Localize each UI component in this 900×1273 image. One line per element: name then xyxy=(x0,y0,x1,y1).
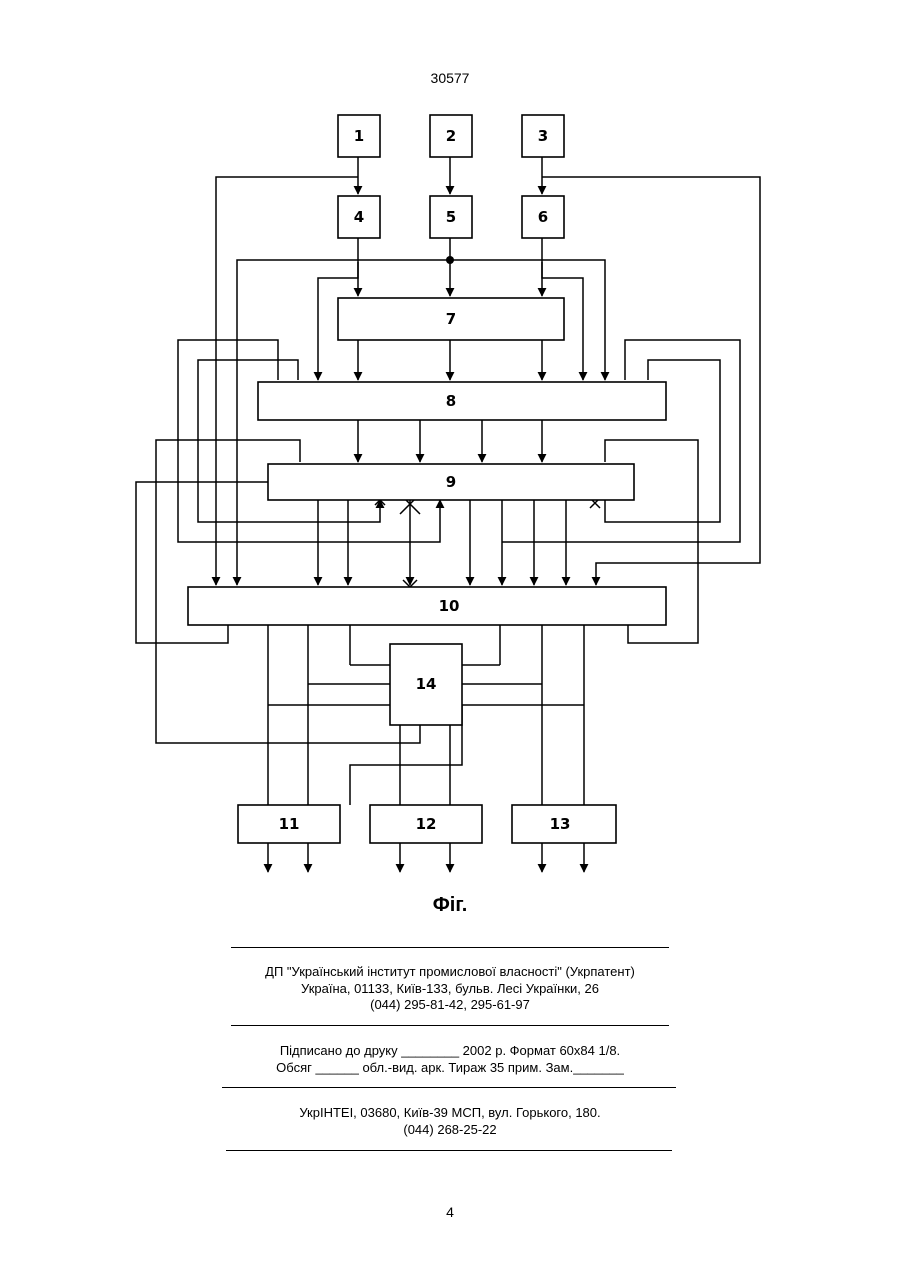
divider xyxy=(226,1150,672,1151)
block-7: 7 xyxy=(338,298,564,340)
block-1-label: 1 xyxy=(354,127,364,145)
publisher-line-2: Україна, 01133, Київ-133, бульв. Лесі Ук… xyxy=(0,981,900,998)
block-9: 9 xyxy=(268,464,634,500)
block-1: 1 xyxy=(338,115,380,157)
block-7-label: 7 xyxy=(446,310,456,328)
block-5: 5 xyxy=(430,196,472,238)
printer-line-1: УкрІНТЕІ, 03680, Київ-39 МСП, вул. Горьк… xyxy=(0,1105,900,1122)
block-11: 11 xyxy=(238,805,340,843)
block-11-label: 11 xyxy=(279,815,300,833)
block-8: 8 xyxy=(258,382,666,420)
publisher-line-1: ДП "Український інститут промислової вла… xyxy=(0,964,900,981)
publisher-block: ДП "Український інститут промислової вла… xyxy=(0,964,900,1014)
block-2: 2 xyxy=(430,115,472,157)
block-8-label: 8 xyxy=(446,392,456,410)
divider xyxy=(231,947,669,948)
block-diagram: 1 2 3 4 5 6 7 8 9 10 14 11 12 13 xyxy=(0,0,900,890)
page-number: 4 xyxy=(0,1204,900,1220)
block-9-label: 9 xyxy=(446,473,456,491)
block-3-label: 3 xyxy=(538,127,548,145)
block-6-label: 6 xyxy=(538,208,548,226)
block-10: 10 xyxy=(188,587,666,625)
print-info-block: Підписано до друку ________ 2002 р. Форм… xyxy=(0,1043,900,1076)
block-4-label: 4 xyxy=(354,208,364,226)
block-14-label: 14 xyxy=(416,675,437,693)
block-14: 14 xyxy=(390,644,462,725)
publisher-line-3: (044) 295-81-42, 295-61-97 xyxy=(0,997,900,1014)
print-info-line-2: Обсяг ______ обл.-вид. арк. Тираж 35 при… xyxy=(0,1060,900,1077)
printer-block: УкрІНТЕІ, 03680, Київ-39 МСП, вул. Горьк… xyxy=(0,1105,900,1138)
printer-line-2: (044) 268-25-22 xyxy=(0,1122,900,1139)
block-13-label: 13 xyxy=(550,815,571,833)
print-info-line-1: Підписано до друку ________ 2002 р. Форм… xyxy=(0,1043,900,1060)
divider xyxy=(231,1025,669,1026)
figure-caption: Фіг. xyxy=(0,894,900,917)
block-12: 12 xyxy=(370,805,482,843)
block-3: 3 xyxy=(522,115,564,157)
block-2-label: 2 xyxy=(446,127,456,145)
block-6: 6 xyxy=(522,196,564,238)
block-13: 13 xyxy=(512,805,616,843)
block-5-label: 5 xyxy=(446,208,456,226)
connection-lines xyxy=(136,157,760,872)
block-12-label: 12 xyxy=(416,815,437,833)
divider xyxy=(222,1087,676,1088)
block-4: 4 xyxy=(338,196,380,238)
block-10-label: 10 xyxy=(439,597,460,615)
